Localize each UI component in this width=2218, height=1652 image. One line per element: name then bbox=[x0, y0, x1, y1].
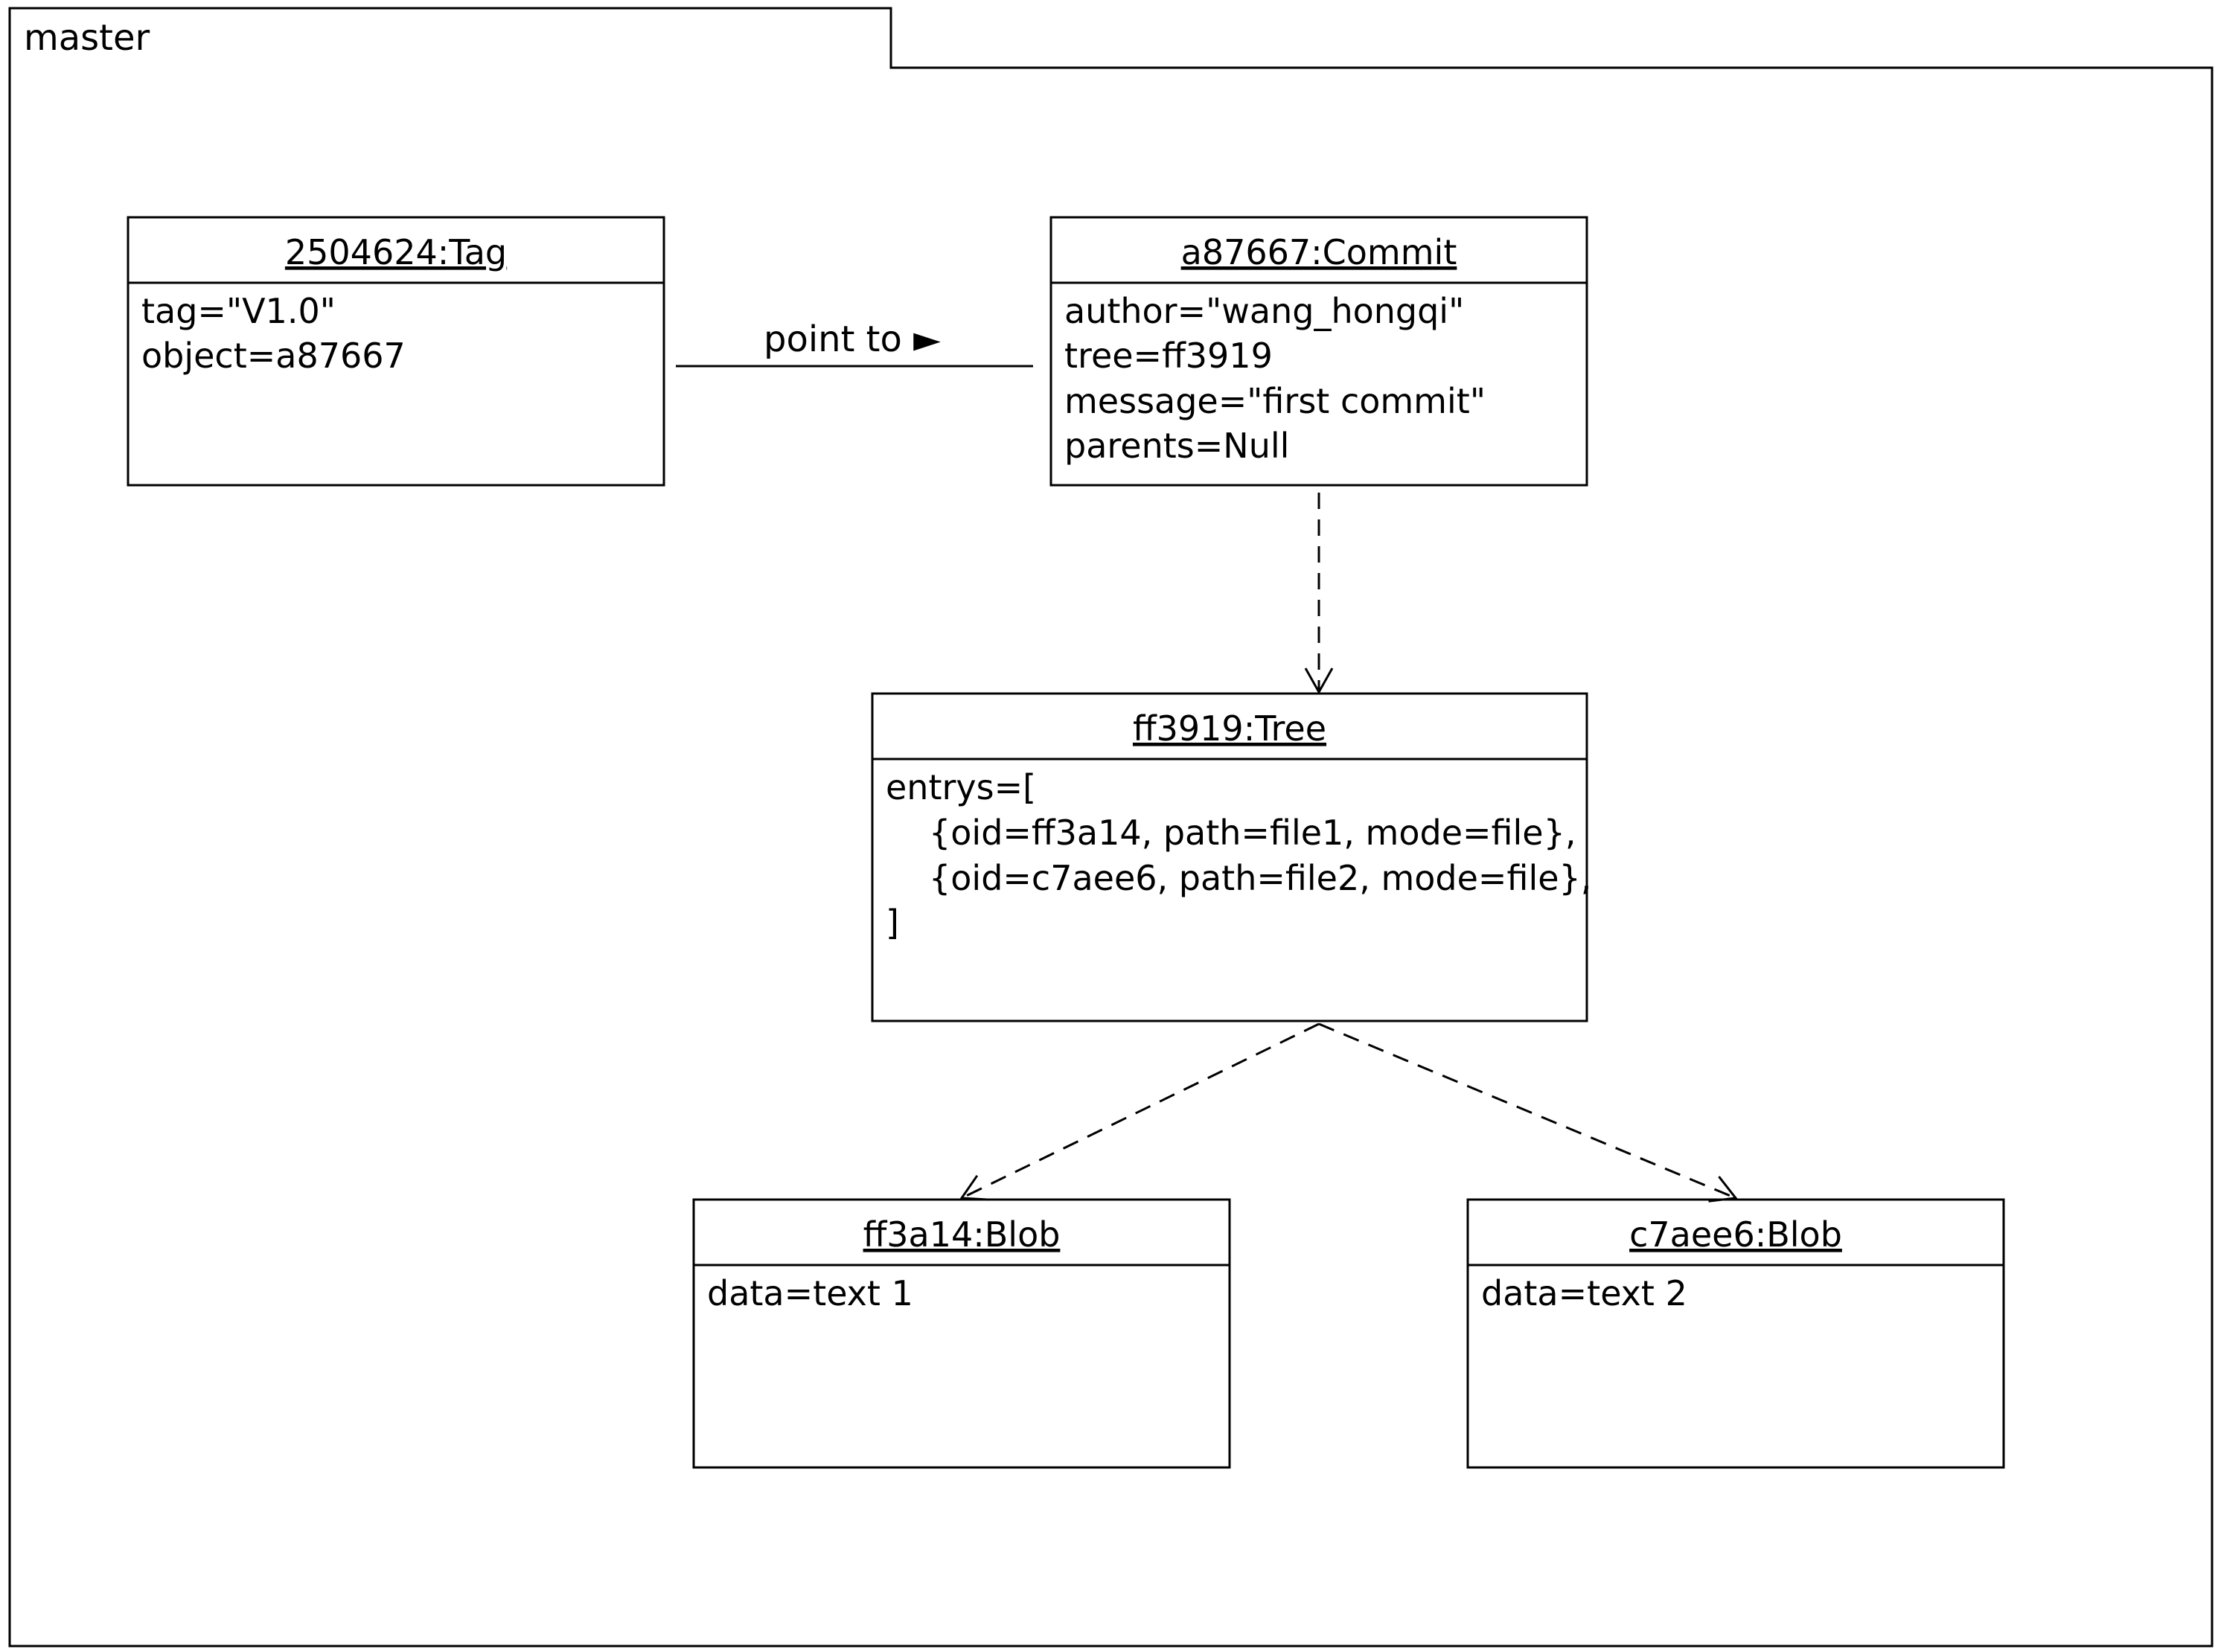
commit-object-title: a87667:Commit bbox=[1181, 232, 1457, 272]
blob2-attr: data=text 2 bbox=[1481, 1273, 1687, 1313]
tag-object-title: 2504624:Tag bbox=[285, 232, 507, 272]
commit-attr: author="wang_hongqi" bbox=[1064, 291, 1464, 331]
tree-object-title: ff3919:Tree bbox=[1133, 708, 1326, 749]
tree-object: ff3919:Tree entrys=[ {oid=ff3a14, path=f… bbox=[871, 692, 1591, 1022]
blob2-object: c7aee6:Blob data=text 2 bbox=[1466, 1198, 2005, 1469]
blob1-object-title: ff3a14:Blob bbox=[863, 1214, 1061, 1255]
link-tag-commit-label: point to ► bbox=[764, 318, 941, 360]
tag-object: 2504624:Tag tag="V1.0" object=a87667 bbox=[127, 216, 665, 487]
commit-attr: message="first commit" bbox=[1064, 381, 1486, 421]
link-tag-commit: point to ► bbox=[676, 318, 1033, 368]
blob2-object-box bbox=[1466, 1198, 2005, 1469]
dependency-tree-blob1 bbox=[959, 1022, 1320, 1201]
commit-attr: tree=ff3919 bbox=[1064, 336, 1273, 376]
blob2-object-title: c7aee6:Blob bbox=[1629, 1214, 1842, 1255]
commit-object-box bbox=[1049, 216, 1588, 487]
tag-attr: object=a87667 bbox=[141, 336, 406, 376]
commit-attr: parents=Null bbox=[1064, 426, 1289, 466]
tree-attr: {oid=ff3a14, path=file1, mode=file}, bbox=[929, 813, 1576, 853]
tag-attr: tag="V1.0" bbox=[141, 291, 336, 331]
dependency-tree-blob2 bbox=[1318, 1022, 1738, 1203]
blob1-object-box bbox=[692, 1198, 1231, 1469]
blob1-attr: data=text 1 bbox=[707, 1273, 913, 1313]
tag-object-box bbox=[127, 216, 665, 487]
tree-object-box bbox=[871, 692, 1588, 1022]
blob1-object: ff3a14:Blob data=text 1 bbox=[692, 1198, 1231, 1469]
commit-object: a87667:Commit author="wang_hongqi" tree=… bbox=[1049, 216, 1588, 487]
tree-attr: {oid=c7aee6, path=file2, mode=file}, bbox=[929, 858, 1591, 898]
tree-attr: ] bbox=[886, 903, 899, 943]
package-tab bbox=[8, 7, 892, 69]
tree-attr: entrys=[ bbox=[886, 767, 1036, 807]
package-label: master bbox=[24, 17, 150, 59]
